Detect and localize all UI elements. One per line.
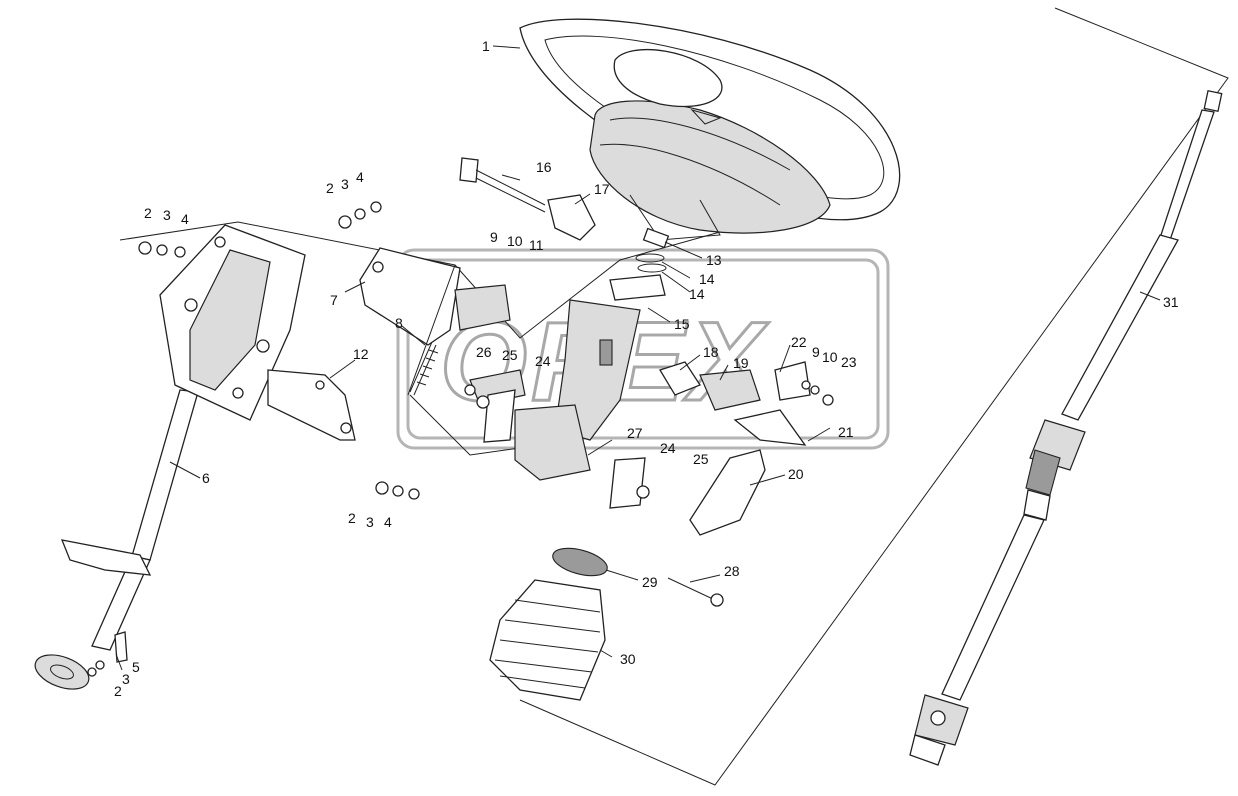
callout-15: 15 xyxy=(674,316,690,332)
callout-10: 10 xyxy=(507,233,523,249)
callout-25: 25 xyxy=(693,451,709,467)
callout-24: 24 xyxy=(660,440,676,456)
callout-4: 4 xyxy=(181,211,189,227)
callout-2: 2 xyxy=(114,683,122,699)
callout-labels: 1 2 3 4 2 3 4 2 3 4 5 3 2 6 7 8 9 10 11 … xyxy=(114,38,1179,699)
callout-11: 11 xyxy=(529,237,544,253)
callout-10: 10 xyxy=(822,349,838,365)
callout-19: 19 xyxy=(733,355,749,371)
callout-1: 1 xyxy=(482,38,490,54)
tilt-spring xyxy=(407,264,456,396)
column-tube xyxy=(34,389,199,690)
column-shaft-parts xyxy=(459,157,670,441)
callout-27: 27 xyxy=(627,425,643,441)
callout-29: 29 xyxy=(642,574,658,590)
callout-22: 22 xyxy=(791,334,807,350)
callout-9: 9 xyxy=(490,229,498,245)
callout-18: 18 xyxy=(703,344,719,360)
callout-6: 6 xyxy=(202,470,210,486)
tilt-lever-parts xyxy=(659,361,834,536)
callout-7: 7 xyxy=(330,292,338,308)
steering-wheel xyxy=(519,18,901,241)
callout-17: 17 xyxy=(594,181,610,197)
callout-28: 28 xyxy=(724,563,740,579)
callout-5: 5 xyxy=(132,659,140,675)
callout-30: 30 xyxy=(620,651,636,667)
callout-16: 16 xyxy=(536,159,552,175)
callout-24: 24 xyxy=(535,353,551,369)
callout-13: 13 xyxy=(706,252,722,268)
callout-25: 25 xyxy=(502,347,518,363)
callout-14: 14 xyxy=(689,286,705,302)
callout-12: 12 xyxy=(353,346,369,362)
callout-31: 31 xyxy=(1163,294,1179,310)
callout-2: 2 xyxy=(348,510,356,526)
callout-4: 4 xyxy=(356,169,364,185)
callout-3: 3 xyxy=(341,176,349,192)
callout-8: 8 xyxy=(395,315,403,331)
callout-4: 4 xyxy=(384,514,392,530)
leader-lines xyxy=(115,45,1161,671)
callout-3: 3 xyxy=(366,514,374,530)
callout-9: 9 xyxy=(812,344,820,360)
callout-14: 14 xyxy=(699,271,715,287)
intermediate-shaft xyxy=(909,89,1223,766)
callout-20: 20 xyxy=(788,466,804,482)
mounting-plate xyxy=(267,369,356,441)
callout-3: 3 xyxy=(163,207,171,223)
callout-26: 26 xyxy=(476,344,492,360)
callout-2: 2 xyxy=(326,180,334,196)
callout-2: 2 xyxy=(144,205,152,221)
fasteners xyxy=(87,201,420,677)
callout-21: 21 xyxy=(838,424,854,440)
lower-lock-parts xyxy=(464,369,650,509)
callout-23: 23 xyxy=(841,354,857,370)
boot-and-bolt xyxy=(489,547,724,701)
callout-3: 3 xyxy=(122,671,130,687)
